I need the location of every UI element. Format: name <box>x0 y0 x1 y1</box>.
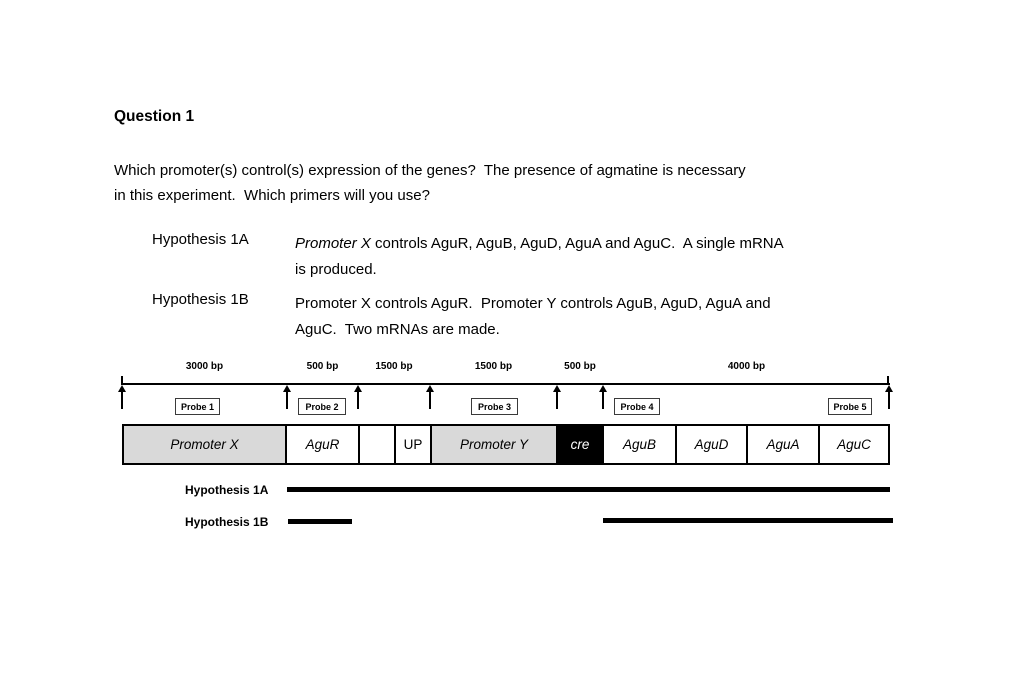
arrow-up-icon <box>599 385 607 409</box>
gene-box-spacer <box>358 426 394 463</box>
question-line-1: Which promoter(s) control(s) expression … <box>114 162 746 179</box>
scale-tick-left <box>121 376 123 385</box>
gene-box-up: UP <box>394 426 430 463</box>
gene-box-aguc: AguC <box>818 426 888 463</box>
scale-bar-line <box>122 383 890 385</box>
gene-box-agua: AguA <box>746 426 818 463</box>
track-label-hypothesis-1b: Hypothesis 1B <box>185 515 269 529</box>
hypothesis-1b-line-2: AguC. Two mRNAs are made. <box>295 321 500 338</box>
hypothesis-1a-line-2: is produced. <box>295 261 377 278</box>
probe-2-box: Probe 2 <box>298 398 346 415</box>
hypothesis-1b-label: Hypothesis 1B <box>152 291 249 308</box>
question-line-2: in this experiment. Which primers will y… <box>114 187 430 204</box>
hypothesis-1a-text: Promoter X controls AguR, AguB, AguD, Ag… <box>295 231 905 283</box>
hypothesis-1a-label: Hypothesis 1A <box>152 231 249 248</box>
page-title: Question 1 <box>114 108 195 125</box>
hypothesis-1b-line-1: Promoter X controls AguR. Promoter Y con… <box>295 295 771 312</box>
hypothesis-1b-text: Promoter X controls AguR. Promoter Y con… <box>295 291 905 343</box>
arrow-up-icon <box>426 385 434 409</box>
arrow-up-icon <box>553 385 561 409</box>
arrow-up-icon <box>118 385 126 409</box>
bp-label-1500-b: 1500 bp <box>474 361 513 372</box>
probe-5-box: Probe 5 <box>828 398 872 415</box>
bp-label-1500-a: 1500 bp <box>375 361 413 372</box>
track-label-hypothesis-1a: Hypothesis 1A <box>185 483 269 497</box>
gene-box-agub: AguB <box>602 426 675 463</box>
gene-box-agur: AguR <box>285 426 358 463</box>
hypothesis-1a-line-1-rest: controls AguR, AguB, AguD, AguA and AguC… <box>370 235 784 252</box>
bp-label-500-a: 500 bp <box>306 361 339 372</box>
probe-1-box: Probe 1 <box>175 398 220 415</box>
scale-tick-right <box>887 376 889 385</box>
arrow-up-icon <box>354 385 362 409</box>
gene-map: Promoter X AguR UP Promoter Y cre AguB A… <box>122 424 890 465</box>
probe-4-box: Probe 4 <box>614 398 660 415</box>
mrna-bar-1a <box>287 487 890 492</box>
gene-box-promoter-y: Promoter Y <box>430 426 556 463</box>
bp-label-500-b: 500 bp <box>564 361 596 372</box>
arrow-up-icon <box>283 385 291 409</box>
mrna-bar-1b-second <box>603 518 893 523</box>
gene-box-cre: cre <box>556 426 602 463</box>
arrow-up-icon <box>885 385 893 409</box>
bp-label-3000: 3000 bp <box>185 361 224 372</box>
gene-box-agud: AguD <box>675 426 746 463</box>
probe-3-box: Probe 3 <box>471 398 518 415</box>
bp-label-4000: 4000 bp <box>727 361 766 372</box>
question-paragraph: Which promoter(s) control(s) expression … <box>114 158 746 208</box>
gene-box-promoter-x: Promoter X <box>124 426 285 463</box>
mrna-bar-1b-first <box>288 519 352 524</box>
hypothesis-1a-italic-lead: Promoter X <box>295 235 371 252</box>
hypothesis-1a-line-1: Promoter X controls AguR, AguB, AguD, Ag… <box>295 231 905 257</box>
